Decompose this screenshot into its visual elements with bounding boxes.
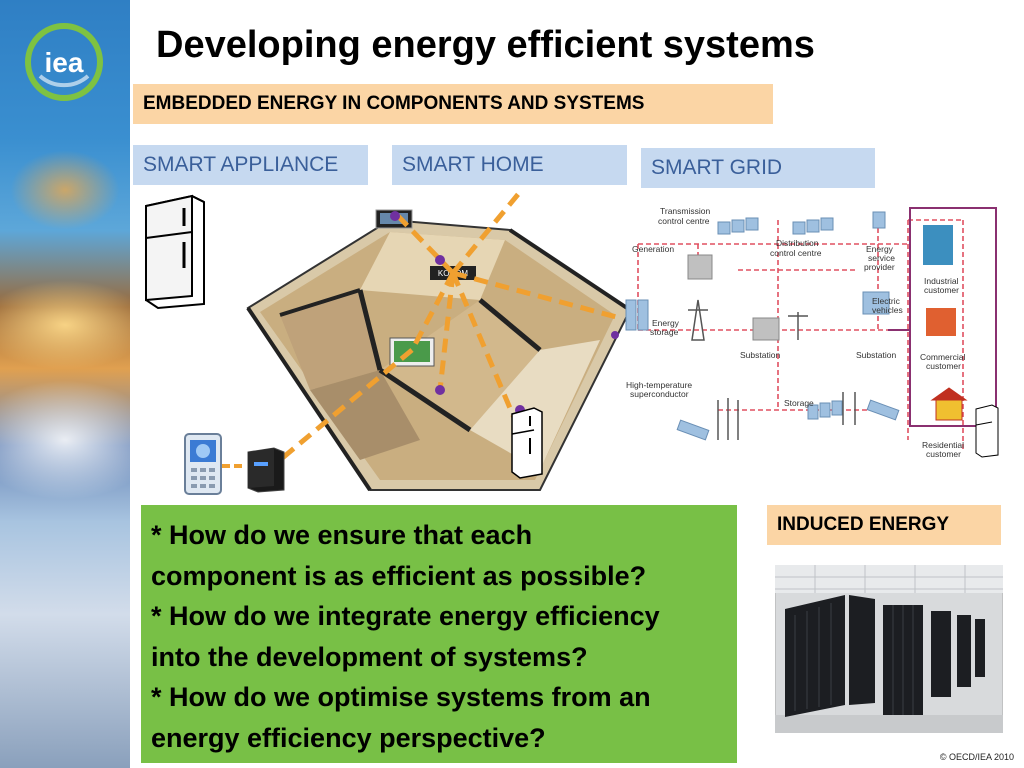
grid-label-energy-storage-2: storage	[650, 327, 679, 337]
grid-label-industrial-2: customer	[924, 285, 959, 295]
iea-logo: iea	[25, 23, 103, 101]
logo-text: iea	[45, 47, 84, 78]
grid-label-industrial-1: Industrial	[924, 276, 959, 286]
grid-label-substation-1: Substation	[740, 350, 780, 360]
smart-home-floorplan: KOCOM	[246, 190, 632, 492]
data-centre-photo	[775, 565, 1003, 733]
grid-label-esp-1: Energy	[866, 244, 894, 254]
smart-home-label: SMART HOME	[392, 145, 627, 185]
grid-label-transmission-2: control centre	[658, 216, 710, 226]
grid-label-esp-2: service	[868, 253, 895, 263]
question-line: * How do we integrate energy efficiency	[151, 601, 660, 631]
embedded-energy-header: EMBEDDED ENERGY IN COMPONENTS AND SYSTEM…	[133, 84, 773, 124]
grid-label-generation: Generation	[632, 244, 674, 254]
mobile-phone-icon	[184, 433, 222, 495]
page-title: Developing energy efficient systems	[156, 24, 815, 66]
grid-label-distribution-1: Distribution	[776, 238, 819, 248]
device-connector	[222, 464, 246, 468]
grid-label-hts-2: superconductor	[630, 389, 689, 399]
grid-label-hts-1: High-temperature	[626, 380, 692, 390]
smart-appliance-label: SMART APPLIANCE	[133, 145, 368, 185]
question-line: component is as efficient as possible?	[151, 560, 647, 591]
smart-grid-diagram: Transmission control centre Generation D…	[625, 206, 999, 459]
question-line: into the development of systems?	[151, 641, 588, 672]
question-line: * How do we optimise systems from an	[151, 682, 651, 712]
grid-label-storage: Storage	[784, 398, 814, 408]
grid-label-ev-2: vehicles	[872, 305, 903, 315]
questions-box: * How do we ensure that each component i…	[141, 505, 737, 763]
induced-energy-header: INDUCED ENERGY	[767, 505, 1001, 545]
left-decorative-band	[0, 0, 130, 768]
question-line: energy efficiency perspective?	[151, 722, 546, 753]
smart-grid-label: SMART GRID	[641, 148, 875, 188]
grid-label-ev-1: Electric	[872, 296, 901, 306]
grid-label-residential-1: Residential	[922, 440, 964, 450]
grid-label-commercial-1: Commercial	[920, 352, 965, 362]
grid-label-distribution-2: control centre	[770, 248, 822, 258]
refrigerator-icon	[145, 194, 205, 310]
ups-device-icon	[247, 447, 285, 493]
grid-label-commercial-2: customer	[926, 361, 961, 371]
grid-label-transmission-1: Transmission	[660, 206, 710, 216]
question-line: * How do we ensure that each	[151, 520, 533, 550]
grid-label-substation-2: Substation	[856, 350, 896, 360]
grid-label-energy-storage-1: Energy	[652, 318, 680, 328]
grid-label-esp-3: provider	[864, 262, 895, 272]
copyright-notice: © OECD/IEA 2010	[939, 752, 1014, 762]
grid-label-residential-2: customer	[926, 449, 961, 459]
